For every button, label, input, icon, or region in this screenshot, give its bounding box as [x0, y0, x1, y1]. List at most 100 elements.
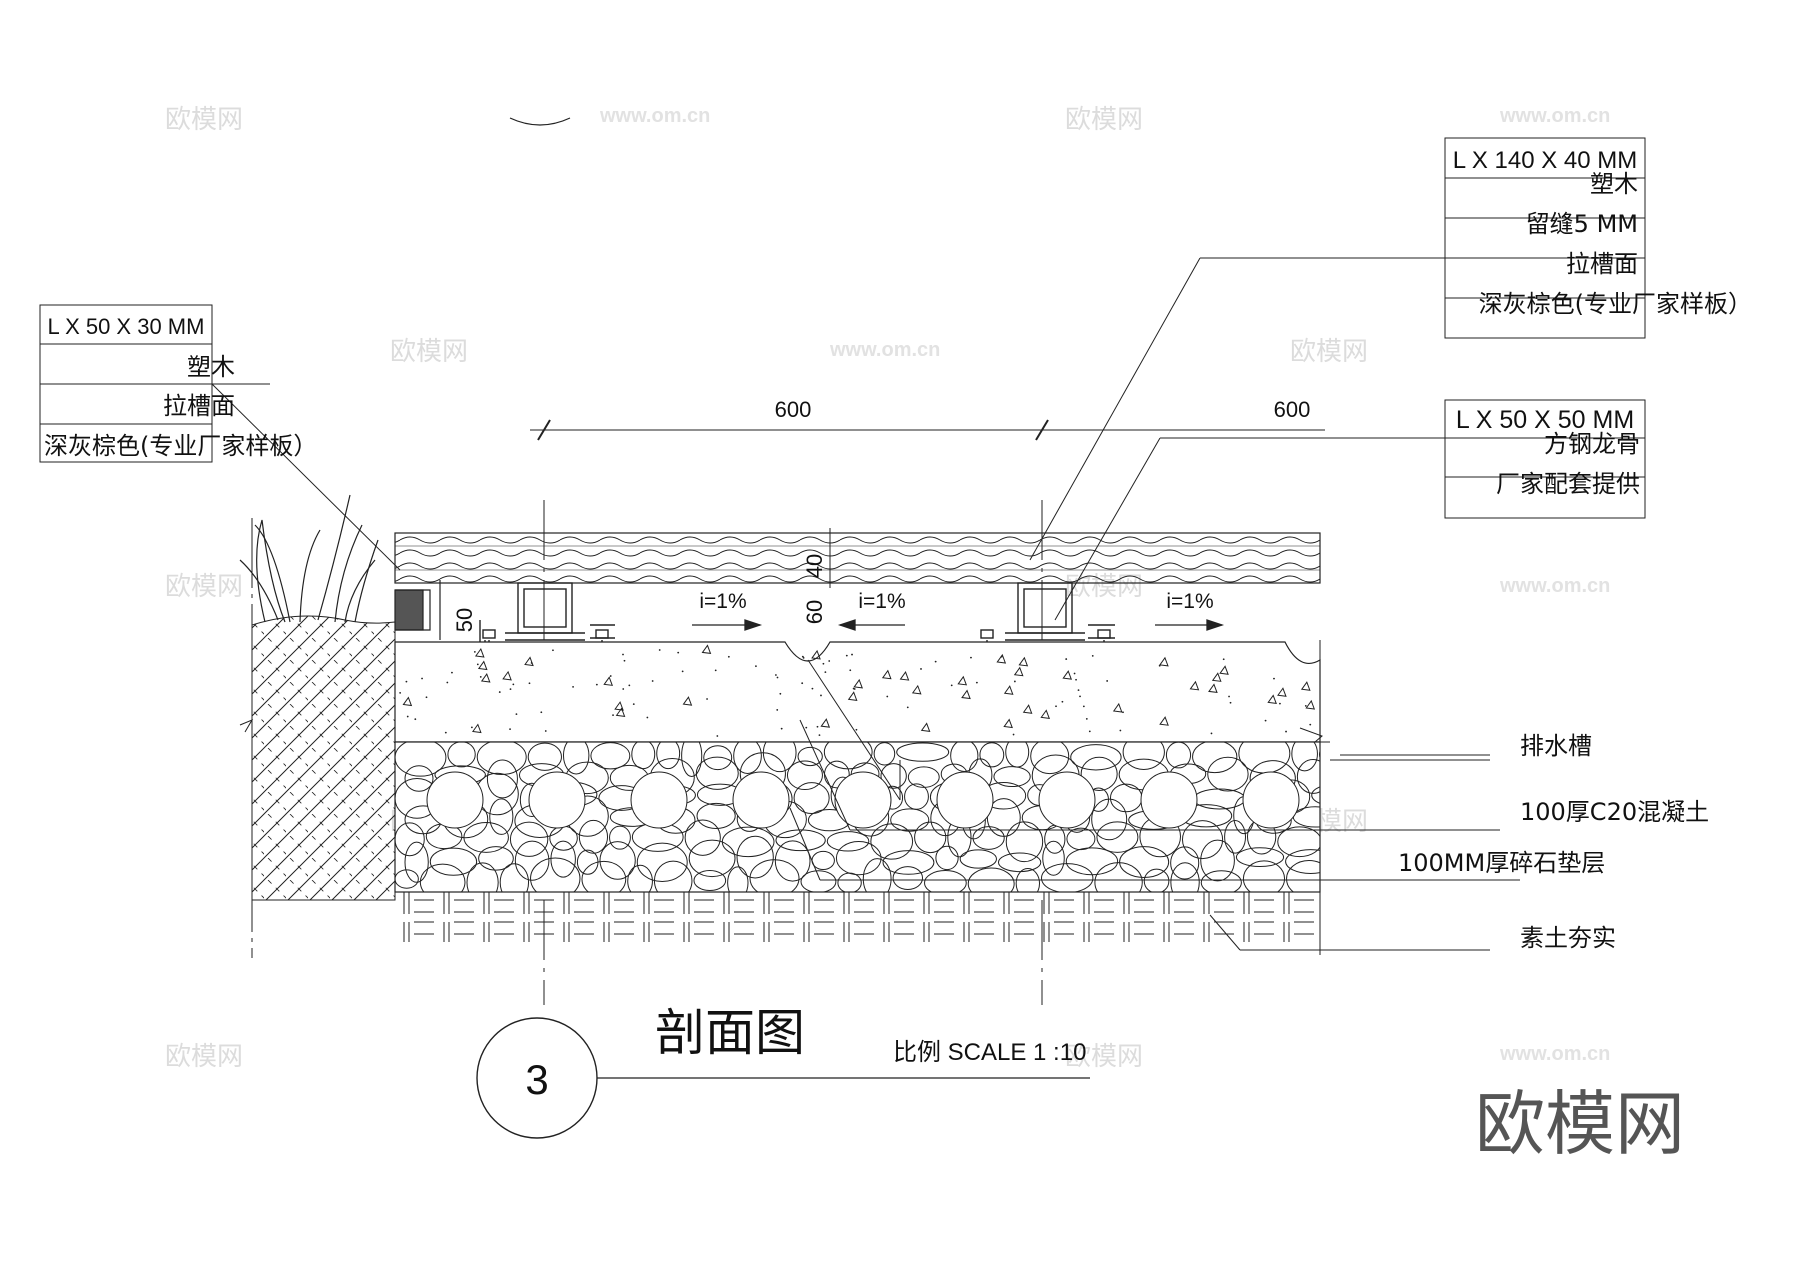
aggregate-speck	[1075, 678, 1077, 681]
watermark-text: 欧模网	[165, 572, 243, 602]
slope-label-3: i=1%	[1166, 590, 1213, 613]
gravel-stone	[1235, 847, 1285, 868]
aggregate-mark	[957, 675, 968, 686]
dim-trench: 60	[802, 600, 827, 624]
gravel-stone	[395, 869, 419, 889]
dim-span-2: 600	[1274, 397, 1311, 422]
gravel-stone	[395, 742, 447, 777]
aggregate-speck	[906, 706, 909, 709]
aggregate-speck	[706, 698, 708, 700]
slope-label-1: i=1%	[699, 590, 746, 613]
aggregate-mark	[1277, 687, 1287, 697]
gravel-stone	[1277, 826, 1320, 858]
aggregate-speck	[632, 703, 635, 706]
gravel-stone	[1165, 742, 1192, 769]
right-top-finish: 拉槽面	[1566, 250, 1638, 278]
aggregate-speck	[886, 695, 889, 698]
aggregate-mark	[881, 669, 892, 680]
aggregate-speck	[714, 669, 717, 672]
gravel-stone	[1200, 870, 1242, 892]
gravel-stone	[703, 745, 733, 771]
aggregate-speck	[473, 650, 476, 653]
left-spec-finish: 拉槽面	[163, 392, 235, 420]
gravel-stone	[733, 742, 762, 774]
left-spec-color: 深灰棕色(专业厂家样板）	[44, 432, 317, 460]
aggregate-mark	[614, 701, 624, 711]
aggregate-speck	[1285, 730, 1287, 733]
aggregate-speck	[1085, 717, 1088, 720]
layer-leaders	[789, 659, 1520, 951]
gravel-stone	[1181, 820, 1224, 860]
aggregate-speck	[975, 681, 978, 684]
aggregate-mark	[811, 649, 821, 660]
aggregate-mark	[1040, 709, 1051, 719]
right-top-material: 塑木	[1590, 170, 1638, 198]
gravel-stone	[429, 847, 478, 876]
gravel-stone	[835, 841, 882, 876]
gravel-stone	[1041, 863, 1094, 892]
left-spec-size: L X 50 X 30 MM	[48, 314, 205, 339]
aggregate-mark	[1062, 670, 1073, 680]
gravel-stone	[880, 763, 907, 789]
right-top-color: 深灰棕色(专业厂家样板）	[1479, 290, 1752, 318]
aggregate-mark	[920, 722, 931, 732]
gravel-stone-large	[834, 771, 892, 829]
aggregate-speck	[405, 680, 408, 683]
gravel-stone	[892, 866, 924, 891]
gravel-stone-large	[426, 771, 484, 829]
dimension-line	[530, 419, 1325, 441]
aggregate-speck	[811, 687, 814, 690]
aggregate-speck	[609, 675, 612, 677]
aggregate-speck	[528, 682, 531, 685]
aggregate-mark	[615, 707, 626, 717]
aggregate-speck	[805, 726, 808, 729]
right-top-gap: 留缝5 MM	[1526, 210, 1638, 238]
aggregate-speck	[622, 653, 624, 656]
aggregate-speck	[934, 660, 937, 663]
aggregate-mark	[1022, 704, 1033, 714]
gravel-stone	[950, 742, 979, 772]
aggregate-speck	[1304, 704, 1307, 707]
aggregate-speck	[628, 684, 631, 687]
aggregate-mark	[474, 647, 485, 658]
gravel-stone	[636, 842, 688, 883]
gravel-stone	[1042, 840, 1065, 876]
aggregate-speck	[920, 668, 922, 670]
right-mid-size: L X 50 X 50 MM	[1456, 406, 1634, 434]
aggregate-mark	[1208, 683, 1218, 694]
brand-logo: 欧模网	[1475, 1083, 1685, 1165]
aggregate-speck	[512, 683, 515, 686]
gravel-stone	[419, 863, 466, 892]
aggregate-speck	[822, 662, 825, 665]
right-top-size: L X 140 X 40 MM	[1453, 147, 1638, 174]
gravel-stone	[581, 860, 627, 892]
aggregate-speck	[470, 726, 473, 729]
title-scale: 比例 SCALE 1 :10	[893, 1039, 1086, 1066]
aggregate-speck	[622, 688, 625, 690]
gravel-stone	[862, 858, 892, 892]
aggregate-speck	[801, 682, 804, 685]
gravel-stone	[486, 759, 518, 799]
aggregate-speck	[509, 728, 511, 731]
aggregate-speck	[1122, 711, 1124, 714]
earth-left	[239, 518, 396, 958]
gravel-stone	[972, 826, 1005, 850]
gravel-stone	[959, 849, 997, 869]
aggregate-mark	[853, 678, 863, 689]
gravel-stone	[530, 857, 581, 892]
aggregate-mark	[1003, 718, 1013, 729]
aggregate-speck	[1073, 672, 1076, 675]
aggregate-speck	[530, 662, 533, 664]
gravel-stone	[907, 766, 940, 788]
aggregate-speck	[1012, 733, 1015, 736]
aggregate-mark	[480, 672, 491, 683]
gravel-stone	[562, 742, 590, 775]
aggregate-speck	[1210, 732, 1213, 735]
gravel-stone	[1080, 756, 1118, 791]
aggregate-speck	[677, 651, 680, 654]
aggregate-speck	[498, 691, 501, 693]
gravel-stone	[727, 866, 749, 892]
aggregate-speck	[406, 715, 409, 718]
gravel-layer	[394, 741, 1321, 893]
gravel-stone	[1170, 862, 1200, 892]
